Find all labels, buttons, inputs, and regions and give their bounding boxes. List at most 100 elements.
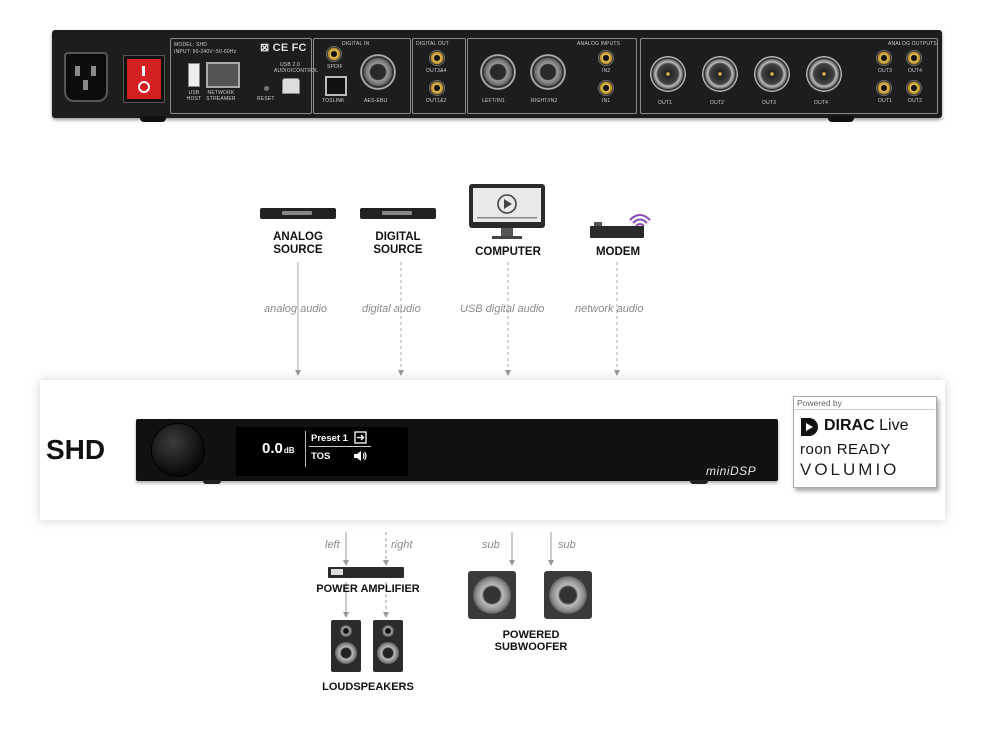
power-amplifier-label: POWER AMPLIFIER (316, 583, 420, 595)
digital-audio-label: digital audio (362, 303, 421, 315)
volume-unit: dB (283, 446, 295, 455)
modem-icon (590, 214, 651, 238)
io-group-analog-inputs (467, 38, 637, 114)
out-1-2-label: OUT1&2 (426, 98, 447, 104)
right-xlr-input[interactable] (530, 54, 566, 90)
usb-b-port[interactable] (282, 78, 300, 94)
io-group-digital-out (412, 38, 466, 114)
out4-rca-jack[interactable] (906, 50, 922, 66)
usb-audio-control-label: USB 2.0 AUDIO/CONTROL (274, 62, 319, 74)
io-group-analog-outputs (640, 38, 938, 114)
in1-rca-jack[interactable] (598, 80, 614, 96)
rca-out4-label: OUT4 (908, 68, 923, 74)
left-in-label: LEFT/IN1 (482, 98, 505, 104)
out2-label: OUT2 (710, 100, 725, 106)
digital-source-device-icon (360, 208, 436, 219)
right-loudspeaker-icon (373, 620, 403, 672)
rca-out1-label: OUT1 (878, 98, 893, 104)
input-voltage-label: INPUT: 90-240V~50-60Hz (174, 49, 237, 55)
digital-out-label: DIGITAL OUT (416, 41, 450, 47)
front-foot (690, 480, 708, 484)
in1-label: IN1 (602, 98, 611, 104)
out1-rca-jack[interactable] (876, 80, 892, 96)
usb-host-port[interactable] (188, 63, 200, 87)
volume-readout: 0.0dB (262, 440, 295, 457)
volume-value: 0.0 (262, 440, 283, 457)
aes-ebu-label: AES-EBU (364, 98, 388, 104)
usb-digital-audio-label: USB digital audio (460, 303, 545, 315)
iec-power-inlet (64, 52, 108, 102)
display-divider (305, 431, 306, 467)
reset-button[interactable] (264, 86, 269, 91)
computer-icon (469, 184, 545, 239)
analog-audio-label: analog audio (264, 303, 328, 315)
out4-label: OUT4 (814, 100, 829, 106)
powered-by-box (793, 396, 937, 488)
roon-ready-logo: roon READY (800, 441, 891, 458)
toslink-label: TOSLINK (322, 98, 345, 104)
rear-foot (828, 116, 854, 122)
brand-logo: miniDSP (706, 464, 757, 478)
ethernet-port[interactable] (206, 62, 240, 88)
digital-out-3-4-jack[interactable] (429, 50, 445, 66)
dirac-logo-icon (801, 418, 818, 436)
analog-source-label: ANALOG SOURCE (273, 231, 323, 256)
powered-by-title: Powered by (797, 398, 842, 408)
out2-rca-jack[interactable] (906, 80, 922, 96)
sub1-channel-label: sub (482, 539, 500, 551)
network-streamer-label: NETWORK STREAMER (206, 90, 236, 102)
out1-label: OUT1 (658, 100, 673, 106)
right-in-label: RIGHT/IN2 (531, 98, 558, 104)
subwoofer-1-icon (468, 571, 516, 619)
analog-inputs-label: ANALOG INPUTS (577, 41, 621, 47)
oled-display (236, 427, 408, 476)
reset-label: RESET (257, 96, 275, 102)
digital-out-1-2-jack[interactable] (429, 80, 445, 96)
power-switch[interactable] (124, 56, 164, 102)
aes-ebu-xlr-input[interactable] (360, 54, 396, 90)
rca-out2-label: OUT2 (908, 98, 923, 104)
io-group-usb-network (170, 38, 312, 114)
volume-knob[interactable] (152, 424, 204, 476)
out3-label: OUT3 (762, 100, 777, 106)
rear-panel: MODEL: SHD INPUT: 90-240V~50-60Hz ⊠ CE F… (52, 30, 942, 122)
speaker-volume-icon (354, 451, 367, 461)
network-audio-label: network audio (575, 303, 644, 315)
spdif-label: SPDIF (327, 64, 343, 70)
power-amplifier-icon (328, 567, 404, 578)
analog-source-device-icon (260, 208, 336, 219)
modem-label: MODEM (595, 246, 641, 258)
preset-readout: Preset 1 (311, 433, 348, 444)
out3-rca-jack[interactable] (876, 50, 892, 66)
volumio-logo: VOLUMIO (800, 460, 900, 479)
device-name: SHD (46, 434, 106, 465)
out-3-4-label: OUT3&4 (426, 68, 447, 74)
analog-outputs-label: ANALOG OUTPUTS (888, 41, 937, 47)
front-panel (136, 419, 778, 481)
out1-xlr-output[interactable] (650, 56, 686, 92)
sub2-channel-label: sub (558, 539, 576, 551)
powered-subwoofer-label: POWERED SUBWOOFER (494, 629, 568, 653)
left-loudspeaker-icon (331, 620, 361, 672)
rca-out3-label: OUT3 (878, 68, 893, 74)
digital-source-label: DIGITAL SOURCE (373, 231, 423, 256)
toslink-port[interactable] (325, 76, 347, 96)
io-group-digital-in (313, 38, 411, 114)
left-channel-label: left (325, 539, 340, 551)
certification-marks: ⊠ CE FC (260, 42, 307, 54)
in2-label: IN2 (602, 68, 611, 74)
powered-by-separator (794, 409, 935, 410)
model-label: MODEL: SHD (174, 42, 208, 48)
left-xlr-input[interactable] (480, 54, 516, 90)
usb-host-label: USB HOST (186, 90, 202, 102)
out4-xlr-output[interactable] (806, 56, 842, 92)
out3-xlr-output[interactable] (754, 56, 790, 92)
rear-foot (140, 116, 166, 122)
input-readout: TOS (311, 451, 331, 462)
out2-xlr-output[interactable] (702, 56, 738, 92)
spdif-input-jack[interactable] (326, 46, 342, 62)
dirac-live-text: Live (879, 417, 909, 434)
digital-in-label: DIGITAL IN (342, 41, 370, 47)
in2-rca-jack[interactable] (598, 50, 614, 66)
subwoofer-2-icon (544, 571, 592, 619)
